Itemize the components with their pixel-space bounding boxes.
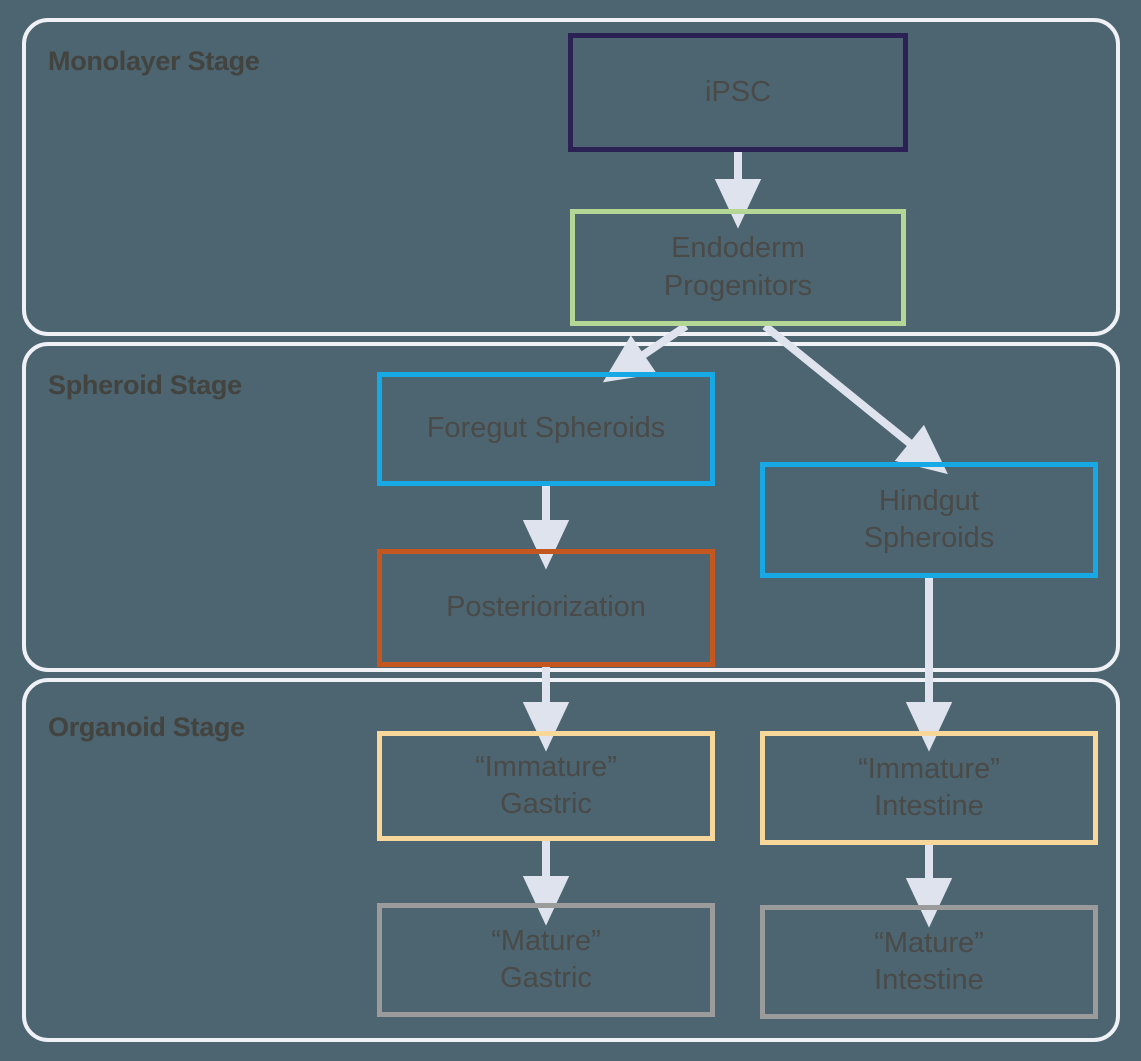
stage-panel-organoid — [22, 678, 1120, 1042]
node-mature-gastric-label: “Mature” Gastric — [491, 924, 601, 994]
node-immature-gastric-label: “Immature” Gastric — [475, 750, 617, 820]
stage-panel-spheroid — [22, 342, 1120, 672]
node-endoderm[interactable]: Endoderm Progenitors — [570, 209, 906, 326]
node-mature-intestine[interactable]: “Mature” Intestine — [760, 905, 1098, 1019]
stage-panel-monolayer — [22, 18, 1120, 336]
node-foregut-spheroids[interactable]: Foregut Spheroids — [377, 372, 715, 486]
node-ipsc-label: iPSC — [704, 75, 772, 108]
stage-label-monolayer: Monolayer Stage — [48, 46, 260, 76]
node-hindgut-spheroids-label: Hindgut Spheroids — [863, 484, 995, 554]
node-mature-intestine-label: “Mature” Intestine — [874, 926, 984, 996]
node-foregut-spheroids-label: Foregut Spheroids — [426, 412, 666, 445]
node-posteriorization-label: Posteriorization — [446, 591, 646, 624]
node-ipsc[interactable]: iPSC — [568, 33, 908, 152]
node-posteriorization[interactable]: Posteriorization — [377, 549, 715, 667]
node-hindgut-spheroids[interactable]: Hindgut Spheroids — [760, 462, 1098, 578]
node-mature-gastric[interactable]: “Mature” Gastric — [377, 903, 715, 1017]
node-endoderm-label: Endoderm Progenitors — [663, 232, 813, 302]
node-immature-intestine[interactable]: “Immature” Intestine — [760, 731, 1098, 845]
node-immature-intestine-label: “Immature” Intestine — [858, 752, 1000, 822]
node-immature-gastric[interactable]: “Immature” Gastric — [377, 731, 715, 841]
stage-label-spheroid: Spheroid Stage — [48, 370, 242, 400]
stage-label-organoid: Organoid Stage — [48, 712, 245, 742]
